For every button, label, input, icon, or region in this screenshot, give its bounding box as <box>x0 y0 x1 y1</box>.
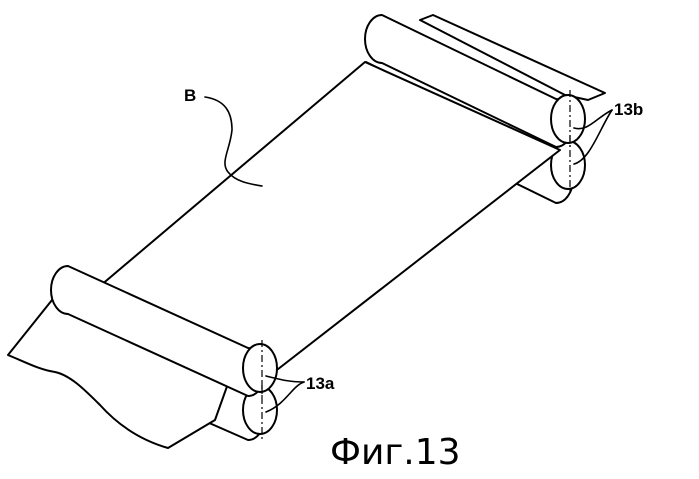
label-13b: 13b <box>614 100 643 119</box>
figure-caption: Фиг.13 <box>330 432 461 473</box>
label-B: B <box>184 86 196 105</box>
label-13a: 13a <box>306 374 335 393</box>
